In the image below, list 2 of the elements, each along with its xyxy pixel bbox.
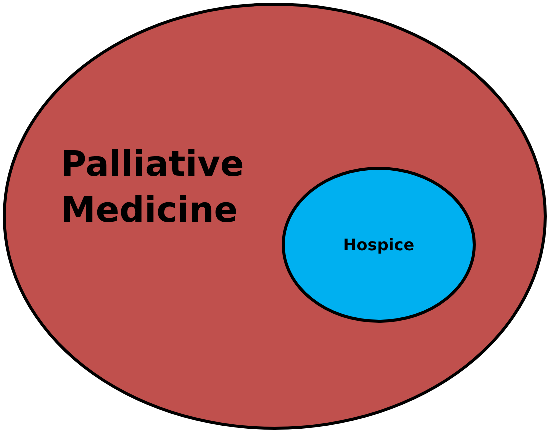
region-label: Hospice bbox=[343, 236, 415, 254]
region-label: Palliative Medicine bbox=[61, 144, 246, 232]
